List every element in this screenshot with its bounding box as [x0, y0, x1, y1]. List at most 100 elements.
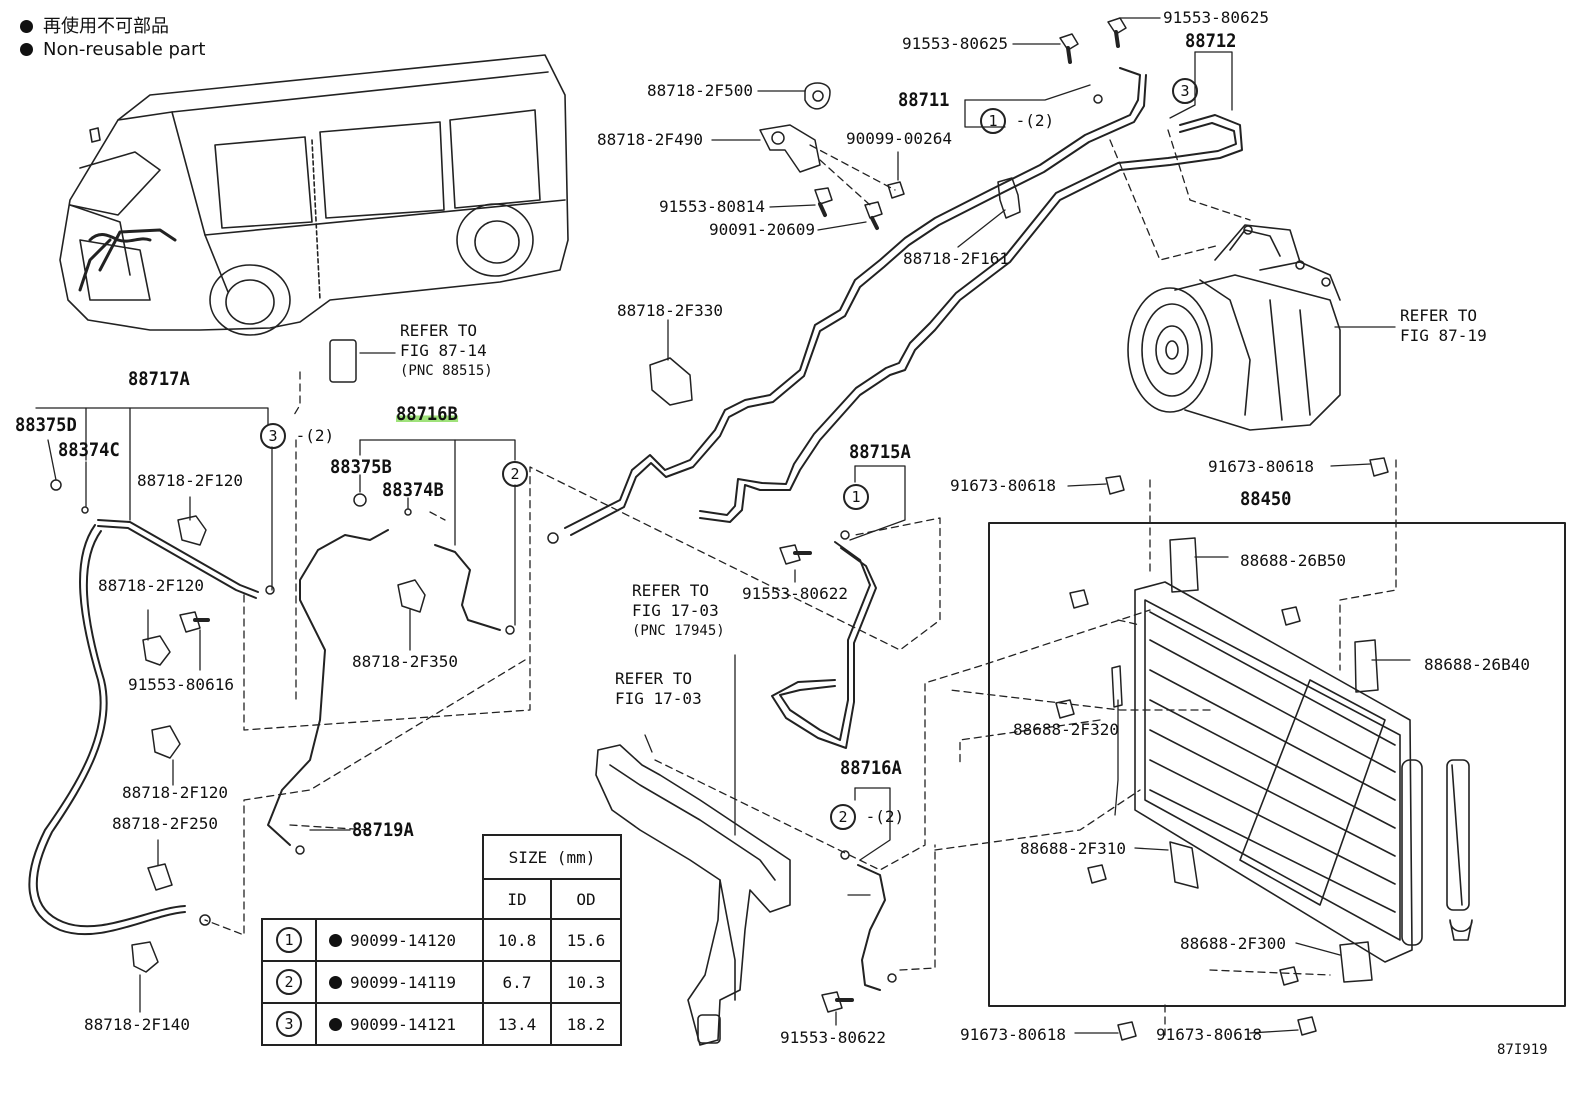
part-label-91553-80616: 91553-80616	[128, 675, 234, 694]
hose-size-callout-2: 2	[502, 461, 528, 487]
refer-line: FIG 87-14	[400, 341, 487, 360]
part-label-91673-80618: 91673-80618	[960, 1025, 1066, 1044]
part-label-88374b: 88374B	[382, 479, 444, 501]
refer-line: FIG 17-03	[632, 601, 719, 620]
callout-circle: 2	[502, 461, 528, 487]
part-label-88718-2f120: 88718-2F120	[122, 783, 228, 802]
van-illustration	[59, 54, 569, 336]
callout-circle: 3	[1172, 78, 1198, 104]
part-label-88715a: 88715A	[849, 441, 911, 463]
legend-jp-text: 再使用不可部品	[43, 16, 169, 37]
part-label-88718-2f330: 88718-2F330	[617, 301, 723, 320]
part-label-88718-2f250: 88718-2F250	[112, 814, 218, 833]
hose-size-callout-1: 1 -(2)	[980, 108, 1054, 134]
part-label-88688-26b40: 88688-26B40	[1424, 655, 1530, 674]
part-label-88718-2f161: 88718-2F161	[903, 249, 1009, 268]
refer-fig-87-19: REFER TO FIG 87-19	[1400, 306, 1487, 346]
table-cell-num: 2	[261, 960, 317, 1004]
part-label-88688-2f310: 88688-2F310	[1020, 839, 1126, 858]
figure-id: 87I919	[1497, 1042, 1548, 1058]
table-cell-od: 18.2	[550, 1002, 622, 1046]
part-label-88374c: 88374C	[58, 439, 120, 461]
refer-line: REFER TO	[632, 581, 710, 600]
refer-line: FIG 87-19	[1400, 326, 1487, 345]
dashed-leaders	[204, 129, 1397, 1036]
refer-line: REFER TO	[1400, 306, 1478, 325]
table-cell-id: 13.4	[482, 1002, 552, 1046]
size-table-title: SIZE (mm)	[482, 834, 622, 880]
refer-line: FIG 17-03	[615, 689, 702, 708]
row-number-circle: 3	[276, 1011, 302, 1037]
table-row: 2 90099-14119 6.7 10.3	[261, 960, 622, 1004]
row-number-circle: 2	[276, 969, 302, 995]
part-label-88718-2f490: 88718-2F490	[597, 130, 703, 149]
condenser-illustration	[988, 522, 1566, 1007]
part-label-88718-2f120: 88718-2F120	[137, 471, 243, 490]
part-label-88712: 88712	[1185, 30, 1237, 52]
part-label-88718-2f120: 88718-2F120	[98, 576, 204, 595]
non-reusable-icon	[329, 933, 342, 947]
table-row: 3 90099-14121 13.4 18.2	[261, 1002, 622, 1046]
refer-line: REFER TO	[615, 669, 693, 688]
part-label-88375d: 88375D	[15, 414, 77, 436]
part-label-88375b: 88375B	[330, 456, 392, 478]
part-label-90091-20609: 90091-20609	[709, 220, 815, 239]
part-number: 90099-14119	[350, 972, 456, 992]
part-number: 90099-14121	[350, 1014, 456, 1034]
refer-line: (PNC 17945)	[632, 623, 725, 639]
part-label-88688-26b50: 88688-26B50	[1240, 551, 1346, 570]
part-label-88718-2f350: 88718-2F350	[352, 652, 458, 671]
table-cell-id: 6.7	[482, 960, 552, 1004]
part-label-88717a: 88717A	[128, 368, 190, 390]
refer-fig-17-03-pnc: REFER TO FIG 17-03 (PNC 17945)	[632, 581, 725, 641]
table-row: 1 90099-14120 10.8 15.6	[261, 918, 622, 962]
pipes	[28, 67, 1243, 991]
refer-line: REFER TO	[400, 321, 478, 340]
part-label-88719a: 88719A	[352, 819, 414, 841]
part-label-88716a: 88716A	[840, 757, 902, 779]
refer-fig-17-03: REFER TO FIG 17-03	[615, 669, 702, 709]
part-label-91553-80622: 91553-80622	[742, 584, 848, 603]
legend-en: Non-reusable part	[20, 39, 205, 60]
table-cell-od: 10.3	[550, 960, 622, 1004]
table-cell-num: 3	[261, 1002, 317, 1046]
compressor-illustration	[1127, 224, 1341, 431]
part-label-88711: 88711	[898, 89, 950, 111]
table-cell-od: 15.6	[550, 918, 622, 962]
bullet-icon	[20, 20, 33, 33]
table-cell-part: 90099-14119	[315, 960, 484, 1004]
bullet-icon	[20, 43, 33, 56]
part-label-91553-80625: 91553-80625	[902, 34, 1008, 53]
pipe-bracket-illustration	[595, 744, 791, 1046]
part-label-91553-80814: 91553-80814	[659, 197, 765, 216]
hose-size-callout-2: 2 -(2)	[830, 804, 904, 830]
part-label-91673-80618: 91673-80618	[1208, 457, 1314, 476]
part-label-91553-80625: 91553-80625	[1163, 8, 1269, 27]
table-cell-part: 90099-14121	[315, 1002, 484, 1046]
refer-line: (PNC 88515)	[400, 363, 493, 379]
size-table: SIZE (mm) ID OD 1 90099-14120 10.8 15.6 …	[261, 834, 622, 1046]
callout-qty: -(2)	[1015, 111, 1055, 130]
table-cell-id: 10.8	[482, 918, 552, 962]
part-label-90099-00264: 90099-00264	[846, 129, 952, 148]
table-cell-num: 1	[261, 918, 317, 962]
legend-en-text: Non-reusable part	[43, 39, 206, 60]
part-label-88716b: 88716B	[396, 403, 458, 425]
callout-qty: -(2)	[865, 807, 905, 826]
solid-leaders	[35, 17, 1411, 1034]
callout-circle: 1	[843, 484, 869, 510]
hose-size-callout-3: 3 -(2)	[260, 423, 334, 449]
part-label-91553-80622: 91553-80622	[780, 1028, 886, 1047]
part-label-88718-2f500: 88718-2F500	[647, 81, 753, 100]
part-label-88450: 88450	[1240, 488, 1292, 510]
non-reusable-icon	[329, 975, 342, 989]
part-label-91673-80618: 91673-80618	[1156, 1025, 1262, 1044]
refer-fig-87-14: REFER TO FIG 87-14 (PNC 88515)	[400, 321, 493, 381]
part-number: 90099-14120	[350, 930, 456, 950]
row-number-circle: 1	[276, 927, 302, 953]
callout-circle: 3	[260, 423, 286, 449]
part-label-91673-80618: 91673-80618	[950, 476, 1056, 495]
callout-circle: 1	[980, 108, 1006, 134]
